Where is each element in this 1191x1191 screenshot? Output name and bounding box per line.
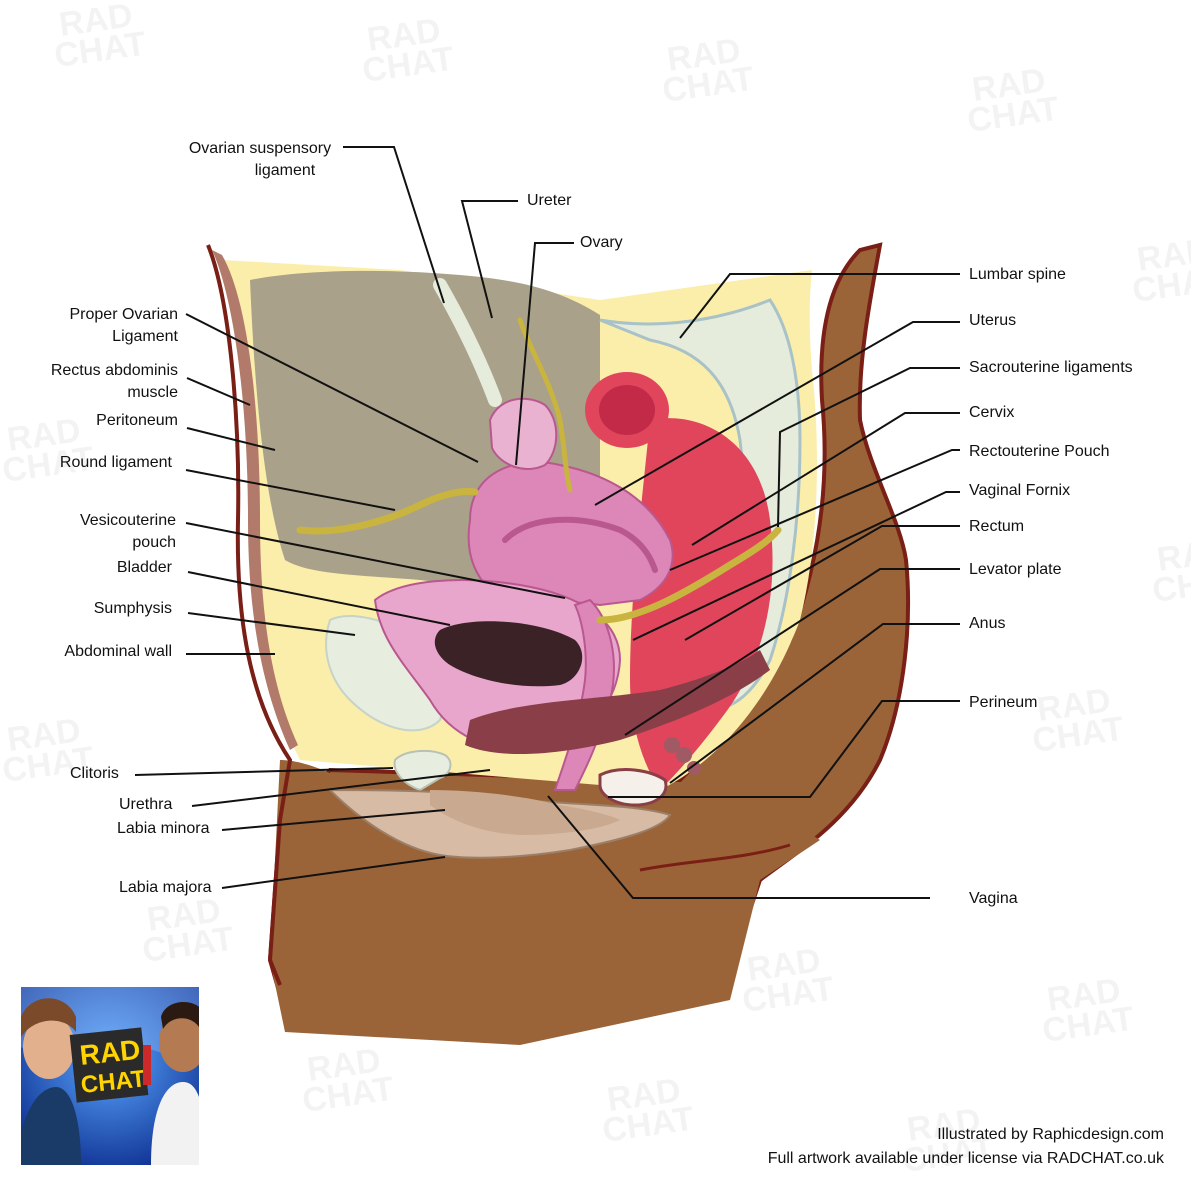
leader-rectouterine <box>669 449 960 571</box>
radchat-logo-photo: RAD CHAT <box>21 987 199 1165</box>
label-sumphysis: Sumphysis <box>93 600 172 617</box>
leader-ovary <box>515 242 574 466</box>
credit-illustrator: Illustrated by Raphicdesign.com <box>937 1126 1164 1143</box>
label-uterus: Uterus <box>969 312 1017 329</box>
label-line: Vesicouterine <box>79 512 176 529</box>
label-rectouterine-pouch: Rectouterine Pouch <box>969 443 1110 460</box>
ovary <box>488 397 558 470</box>
label-vesicouterine-pouch: Vesicouterine pouch <box>20 510 176 554</box>
leader-ureter <box>460 200 518 319</box>
label-labia-minora: Labia minora <box>117 820 210 837</box>
leader-anus <box>669 623 960 784</box>
label-ovarian-suspensory: Ovarian suspensory ligament <box>160 138 360 182</box>
label-anus: Anus <box>969 615 1006 632</box>
leader-lumbar-spine <box>679 273 960 339</box>
sphincter-1 <box>664 737 680 753</box>
leader-vaginal-fornix <box>632 491 960 641</box>
bladder-lumen <box>434 621 583 687</box>
label-ovary: Ovary <box>580 234 623 251</box>
leader-bladder <box>187 571 451 626</box>
label-urethra: Urethra <box>119 796 173 813</box>
label-ureter: Ureter <box>527 192 572 209</box>
leader-vesicouterine <box>185 522 566 599</box>
label-line: ligament <box>254 162 316 179</box>
leader-peritoneum <box>186 427 276 451</box>
sphincter-2 <box>676 747 692 763</box>
label-vagina: Vagina <box>969 890 1018 907</box>
label-lumbar-spine: Lumbar spine <box>969 266 1066 283</box>
leader-lines <box>134 146 960 899</box>
label-line: Ligament <box>112 328 178 345</box>
label-line: muscle <box>127 384 178 401</box>
label-clitoris: Clitoris <box>70 765 119 782</box>
anterior-wall-outline <box>206 244 293 986</box>
rectus-abdominis <box>212 250 298 750</box>
leader-labia-majora <box>221 856 446 889</box>
sigmoid-lumen <box>599 385 655 435</box>
logo-text-line1: RAD <box>78 1034 142 1071</box>
sacrouterine-ligament <box>596 526 782 624</box>
leader-vagina <box>547 795 930 899</box>
label-line: pouch <box>132 534 176 551</box>
levator-plate <box>465 650 770 755</box>
leader-levator-plate <box>624 568 960 736</box>
leader-cervix <box>691 412 960 546</box>
label-rectus-abdominis: Rectus abdominis muscle <box>20 360 178 404</box>
leader-sacrouterine <box>777 367 960 528</box>
credit-license: Full artwork available under license via… <box>767 1150 1164 1167</box>
leader-proper-ovarian <box>185 313 479 463</box>
anal-canal <box>598 768 668 807</box>
leader-uterus <box>594 321 960 506</box>
leader-sumphysis <box>187 612 356 636</box>
vagina-canal <box>553 598 615 791</box>
label-line: Ovarian suspensory <box>188 140 332 157</box>
label-cervix: Cervix <box>969 404 1015 421</box>
leader-ovarian-suspensory <box>343 146 445 304</box>
label-vaginal-fornix: Vaginal Fornix <box>969 482 1071 499</box>
label-round-ligament: Round ligament <box>59 454 172 471</box>
label-labia-majora: Labia majora <box>119 879 212 896</box>
label-levator-plate: Levator plate <box>969 561 1062 578</box>
label-line: Proper Ovarian <box>69 306 179 323</box>
leader-urethra <box>191 769 491 807</box>
suspensory-ligament <box>433 278 502 407</box>
leader-rectum <box>684 525 960 641</box>
ureter <box>517 317 573 493</box>
labia-minora <box>430 790 620 835</box>
label-proper-ovarian: Proper Ovarian Ligament <box>20 304 179 348</box>
leader-labia-minora <box>221 809 446 831</box>
label-abdominal-wall: Abdominal wall <box>64 643 172 660</box>
label-bladder: Bladder <box>116 559 172 576</box>
round-ligament <box>296 488 479 535</box>
label-rectum: Rectum <box>969 518 1025 535</box>
sphincter-3 <box>687 761 701 775</box>
gluteal-crease <box>639 843 791 872</box>
leader-round-ligament <box>185 469 396 511</box>
logo-accent-bar <box>143 1045 151 1085</box>
leader-clitoris <box>134 767 394 776</box>
label-peritoneum: Peritoneum <box>96 412 178 429</box>
logo-artwork: RAD CHAT <box>21 987 199 1165</box>
leader-rectus <box>186 377 251 406</box>
label-perineum: Perineum <box>969 694 1038 711</box>
leader-perineum <box>608 700 960 798</box>
label-sacrouterine: Sacrouterine ligaments <box>969 359 1133 376</box>
uterine-cavity <box>502 516 658 573</box>
label-line: Rectus abdominis <box>50 362 178 379</box>
